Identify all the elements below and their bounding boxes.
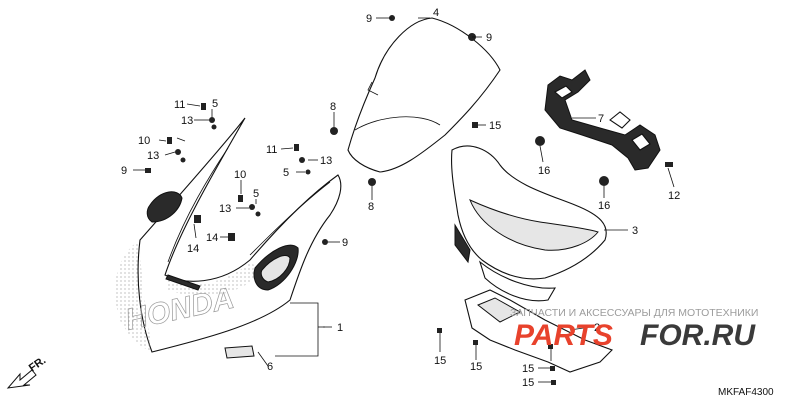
callout-1: 1	[337, 322, 343, 334]
callout-15-b: 15	[470, 361, 482, 373]
callout-13-c: 13	[320, 155, 332, 167]
front-arrow-icon	[6, 369, 37, 389]
callout-10-left: 10	[138, 135, 150, 147]
watermark: ЗАПЧАСТИ И АКСЕССУАРЫ ДЛЯ МОТОТЕХНИКИ PA…	[510, 307, 758, 352]
windscreen	[347, 17, 501, 173]
watermark-logo-left: PARTS	[514, 319, 613, 352]
callout-14-a: 14	[187, 243, 199, 255]
callout-15-a: 15	[434, 355, 446, 367]
callout-13-a: 13	[181, 115, 193, 127]
callout-2: 2	[594, 322, 600, 334]
callout-11-mid: 11	[266, 144, 277, 156]
cowl-stay	[544, 69, 661, 171]
callout-9-mid: 9	[342, 237, 348, 249]
callout-16-b: 16	[598, 200, 610, 212]
callout-5-low: 5	[253, 188, 259, 200]
callout-9-right: 9	[486, 32, 492, 44]
inner-duct	[451, 145, 607, 302]
lower-inner-panel	[464, 289, 613, 373]
callout-10-mid: 10	[234, 169, 246, 181]
callout-6: 6	[267, 361, 273, 373]
callout-8-top: 8	[330, 101, 336, 113]
callout-4: 4	[433, 7, 439, 19]
callout-13-d: 13	[219, 203, 231, 215]
callout-12: 12	[668, 190, 680, 202]
callout-13-b: 13	[147, 150, 159, 162]
upper-cowl	[115, 117, 342, 353]
callout-16-a: 16	[538, 165, 550, 177]
part-6-trim	[224, 345, 255, 359]
watermark-text: ЗАПЧАСТИ И АКСЕССУАРЫ ДЛЯ МОТОТЕХНИКИ	[510, 307, 758, 319]
callout-5-top: 5	[212, 98, 218, 110]
callout-7: 7	[598, 113, 604, 125]
callout-9-top: 9	[366, 13, 372, 25]
callout-11-left: 11	[174, 99, 185, 111]
callout-labels: 1 2 3 4 5 5 5 6 7 8 8 9 9 9 9 10 10 11 1…	[121, 7, 680, 389]
diagram-code: MKFAF4300	[718, 387, 774, 398]
callout-15-d: 15	[522, 377, 534, 389]
leader-lines	[133, 17, 675, 383]
callout-14-b: 14	[206, 232, 218, 244]
callout-8-low: 8	[368, 201, 374, 213]
callout-9-left: 9	[121, 165, 127, 177]
callout-5-mid: 5	[283, 167, 289, 179]
front-direction-indicator: FR.	[6, 354, 48, 389]
fasteners	[145, 15, 673, 385]
callout-15-top: 15	[489, 120, 501, 132]
callout-15-c: 15	[522, 363, 534, 375]
watermark-logo-right: FOR.RU	[640, 319, 756, 352]
callout-3: 3	[632, 225, 638, 237]
